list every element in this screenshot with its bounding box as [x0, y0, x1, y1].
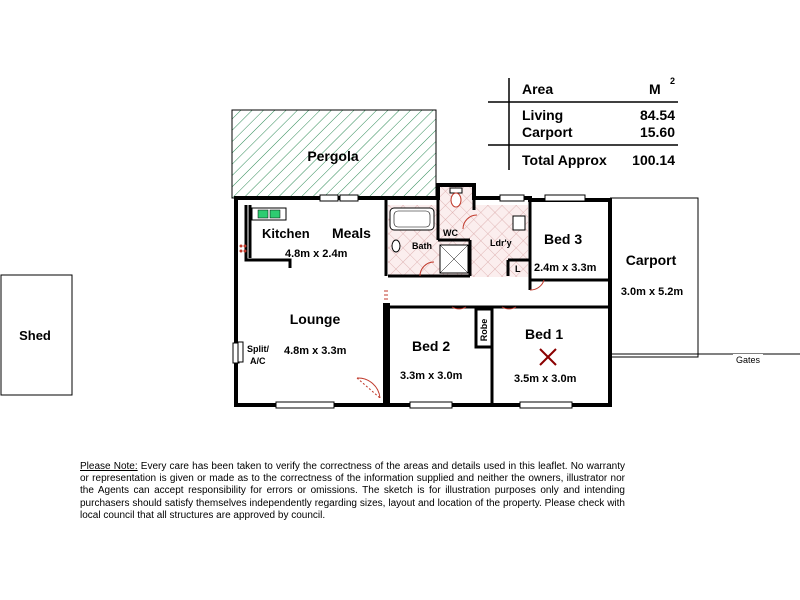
- house-walls: [234, 183, 612, 407]
- area-total-value: 100.14: [632, 152, 675, 168]
- room-label-pergola: Pergola: [307, 148, 359, 164]
- room-label-bed3: Bed 3: [544, 231, 582, 247]
- room-label-bed1: Bed 1: [525, 326, 563, 342]
- room-label-laundry: Ldr'y: [490, 238, 512, 248]
- bathtub-icon: [389, 207, 435, 231]
- disclaimer-title: Please Note:: [80, 461, 138, 472]
- room-label-split-ac-1: Split/: [247, 344, 269, 354]
- room-dim-carport: 3.0m x 5.2m: [621, 286, 684, 298]
- room-label-robe: Robe: [479, 319, 489, 342]
- room-label-kitchen: Kitchen: [262, 226, 310, 241]
- room-label-carport: Carport: [626, 252, 677, 268]
- basin-icon: [391, 239, 401, 253]
- laundry-tub-icon: [512, 215, 526, 231]
- disclaimer-note: Please Note: Every care has been taken t…: [80, 461, 625, 522]
- area-unit-superscript: 2: [670, 76, 675, 86]
- pergola-area: [231, 109, 437, 199]
- fixtures: [237, 187, 557, 366]
- room-label-bath: Bath: [412, 241, 432, 251]
- area-row-label-carport: Carport: [522, 124, 573, 140]
- room-dim-lounge: 4.8m x 3.3m: [284, 345, 347, 357]
- room-labels: Pergola Kitchen Meals 4.8m x 2.4m Lounge…: [19, 148, 763, 385]
- split-ac-unit: [237, 341, 244, 363]
- room-dim-bed2: 3.3m x 3.0m: [400, 370, 463, 382]
- room-label-linen: L: [515, 264, 521, 274]
- windows: [232, 194, 586, 409]
- area-row-value-living: 84.54: [640, 107, 675, 123]
- area-row-label-living: Living: [522, 107, 563, 123]
- area-row-value-carport: 15.60: [640, 124, 675, 140]
- room-dim-bed1: 3.5m x 3.0m: [514, 373, 577, 385]
- area-table-text: Area M 2 Living 84.54 Carport 15.60 Tota…: [522, 76, 675, 168]
- area-header-label: Area: [522, 81, 553, 97]
- stove-icon: [239, 244, 247, 253]
- room-label-lounge: Lounge: [290, 311, 341, 327]
- room-label-split-ac-2: A/C: [250, 356, 266, 366]
- shed-outline: [0, 274, 73, 396]
- doors: [356, 214, 545, 399]
- area-unit-label: M: [649, 81, 661, 97]
- area-table-lines: [488, 78, 678, 170]
- interior-walls: [244, 198, 610, 405]
- toilet-icon: [449, 187, 463, 208]
- gates-label: Gates: [736, 355, 761, 365]
- sink-icon: [251, 207, 287, 221]
- room-label-bed2: Bed 2: [412, 338, 450, 354]
- room-dim-bed3: 2.4m x 3.3m: [534, 262, 597, 274]
- room-label-wc: WC: [443, 228, 458, 238]
- cross-marker-icon: [539, 348, 557, 366]
- room-label-meals: Meals: [332, 225, 371, 241]
- area-total-label: Total Approx: [522, 152, 607, 168]
- room-dim-kitchen-meals: 4.8m x 2.4m: [285, 248, 348, 260]
- room-label-shed: Shed: [19, 328, 51, 343]
- disclaimer-text: Every care has been taken to verify the …: [80, 461, 625, 521]
- carport-outline: [610, 197, 699, 358]
